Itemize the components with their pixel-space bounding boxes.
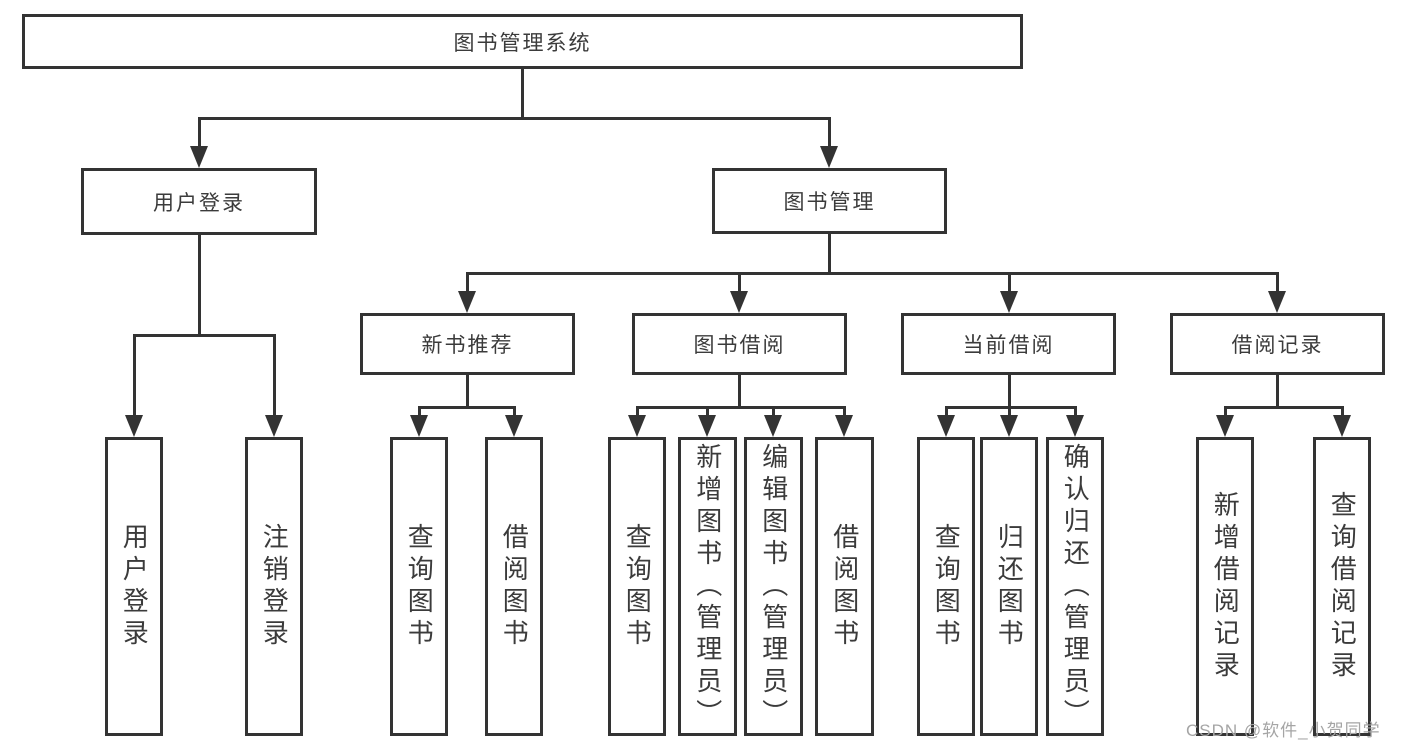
node-leaf-confirm-return-admin: 确认归还（管理员） bbox=[1046, 437, 1104, 736]
connector-line bbox=[198, 117, 831, 120]
connector-line bbox=[198, 117, 201, 149]
connector-line bbox=[828, 117, 831, 149]
node-leaf-add-books-admin: 新增图书（管理员） bbox=[678, 437, 737, 736]
node-leaf-add-borrow-record: 新增借阅记录 bbox=[1196, 437, 1254, 736]
csdn-watermark: CSDN @软件_小贺同学 bbox=[1186, 721, 1381, 740]
arrowhead-down-icon bbox=[1333, 415, 1351, 437]
connector-line bbox=[828, 234, 831, 275]
connector-line bbox=[1341, 406, 1344, 418]
arrowhead-down-icon bbox=[1216, 415, 1234, 437]
arrowhead-down-icon bbox=[937, 415, 955, 437]
connector-line bbox=[466, 272, 469, 294]
node-leaf-edit-books-admin: 编辑图书（管理员） bbox=[744, 437, 803, 736]
connector-line bbox=[1008, 272, 1011, 294]
arrowhead-down-icon bbox=[1000, 415, 1018, 437]
connector-line bbox=[738, 272, 741, 294]
connector-line bbox=[1008, 375, 1011, 409]
arrowhead-down-icon bbox=[730, 291, 748, 313]
node-leaf-user-login: 用户登录 bbox=[105, 437, 163, 736]
node-current-borrowing: 当前借阅 bbox=[901, 313, 1116, 375]
arrowhead-down-icon bbox=[698, 415, 716, 437]
connector-line bbox=[418, 406, 515, 409]
connector-line bbox=[418, 406, 421, 418]
connector-line bbox=[636, 406, 639, 418]
arrowhead-down-icon bbox=[835, 415, 853, 437]
node-leaf-return-books: 归还图书 bbox=[980, 437, 1038, 736]
arrowhead-down-icon bbox=[190, 146, 208, 168]
connector-line bbox=[521, 69, 524, 119]
connector-line bbox=[1224, 406, 1343, 409]
connector-line bbox=[273, 334, 276, 418]
connector-line bbox=[636, 406, 845, 409]
node-leaf-borrow-books-newbooks: 借阅图书 bbox=[485, 437, 543, 736]
connector-line bbox=[843, 406, 846, 418]
connector-line bbox=[738, 375, 741, 409]
node-new-book-recommend: 新书推荐 bbox=[360, 313, 575, 375]
arrowhead-down-icon bbox=[265, 415, 283, 437]
node-leaf-borrow-books-borrowing: 借阅图书 bbox=[815, 437, 874, 736]
arrowhead-down-icon bbox=[1268, 291, 1286, 313]
node-root-system: 图书管理系统 bbox=[22, 14, 1023, 69]
node-borrowing-records: 借阅记录 bbox=[1170, 313, 1385, 375]
node-user-login-module: 用户登录 bbox=[81, 168, 317, 235]
connector-line bbox=[198, 235, 201, 335]
arrowhead-down-icon bbox=[410, 415, 428, 437]
connector-line bbox=[945, 406, 948, 418]
arrowhead-down-icon bbox=[1000, 291, 1018, 313]
node-leaf-query-books-current: 查询图书 bbox=[917, 437, 975, 736]
connector-line bbox=[133, 334, 276, 337]
connector-line bbox=[1276, 272, 1279, 294]
node-book-management-module: 图书管理 bbox=[712, 168, 947, 234]
connector-line bbox=[466, 375, 469, 409]
connector-line bbox=[1224, 406, 1227, 418]
node-leaf-logout: 注销登录 bbox=[245, 437, 303, 736]
node-book-borrowing: 图书借阅 bbox=[632, 313, 847, 375]
connector-line bbox=[772, 406, 775, 418]
arrowhead-down-icon bbox=[628, 415, 646, 437]
connector-line bbox=[513, 406, 516, 418]
node-leaf-query-borrow-record: 查询借阅记录 bbox=[1313, 437, 1371, 736]
arrowhead-down-icon bbox=[820, 146, 838, 168]
connector-line bbox=[133, 334, 136, 418]
arrowhead-down-icon bbox=[458, 291, 476, 313]
connector-line bbox=[1008, 406, 1011, 418]
node-leaf-query-books-newbooks: 查询图书 bbox=[390, 437, 448, 736]
connector-line bbox=[706, 406, 709, 418]
arrowhead-down-icon bbox=[764, 415, 782, 437]
connector-line bbox=[466, 272, 1279, 275]
arrowhead-down-icon bbox=[1066, 415, 1084, 437]
arrowhead-down-icon bbox=[125, 415, 143, 437]
arrowhead-down-icon bbox=[505, 415, 523, 437]
node-leaf-query-books-borrowing: 查询图书 bbox=[608, 437, 666, 736]
connector-line bbox=[1276, 375, 1279, 409]
connector-line bbox=[1074, 406, 1077, 418]
